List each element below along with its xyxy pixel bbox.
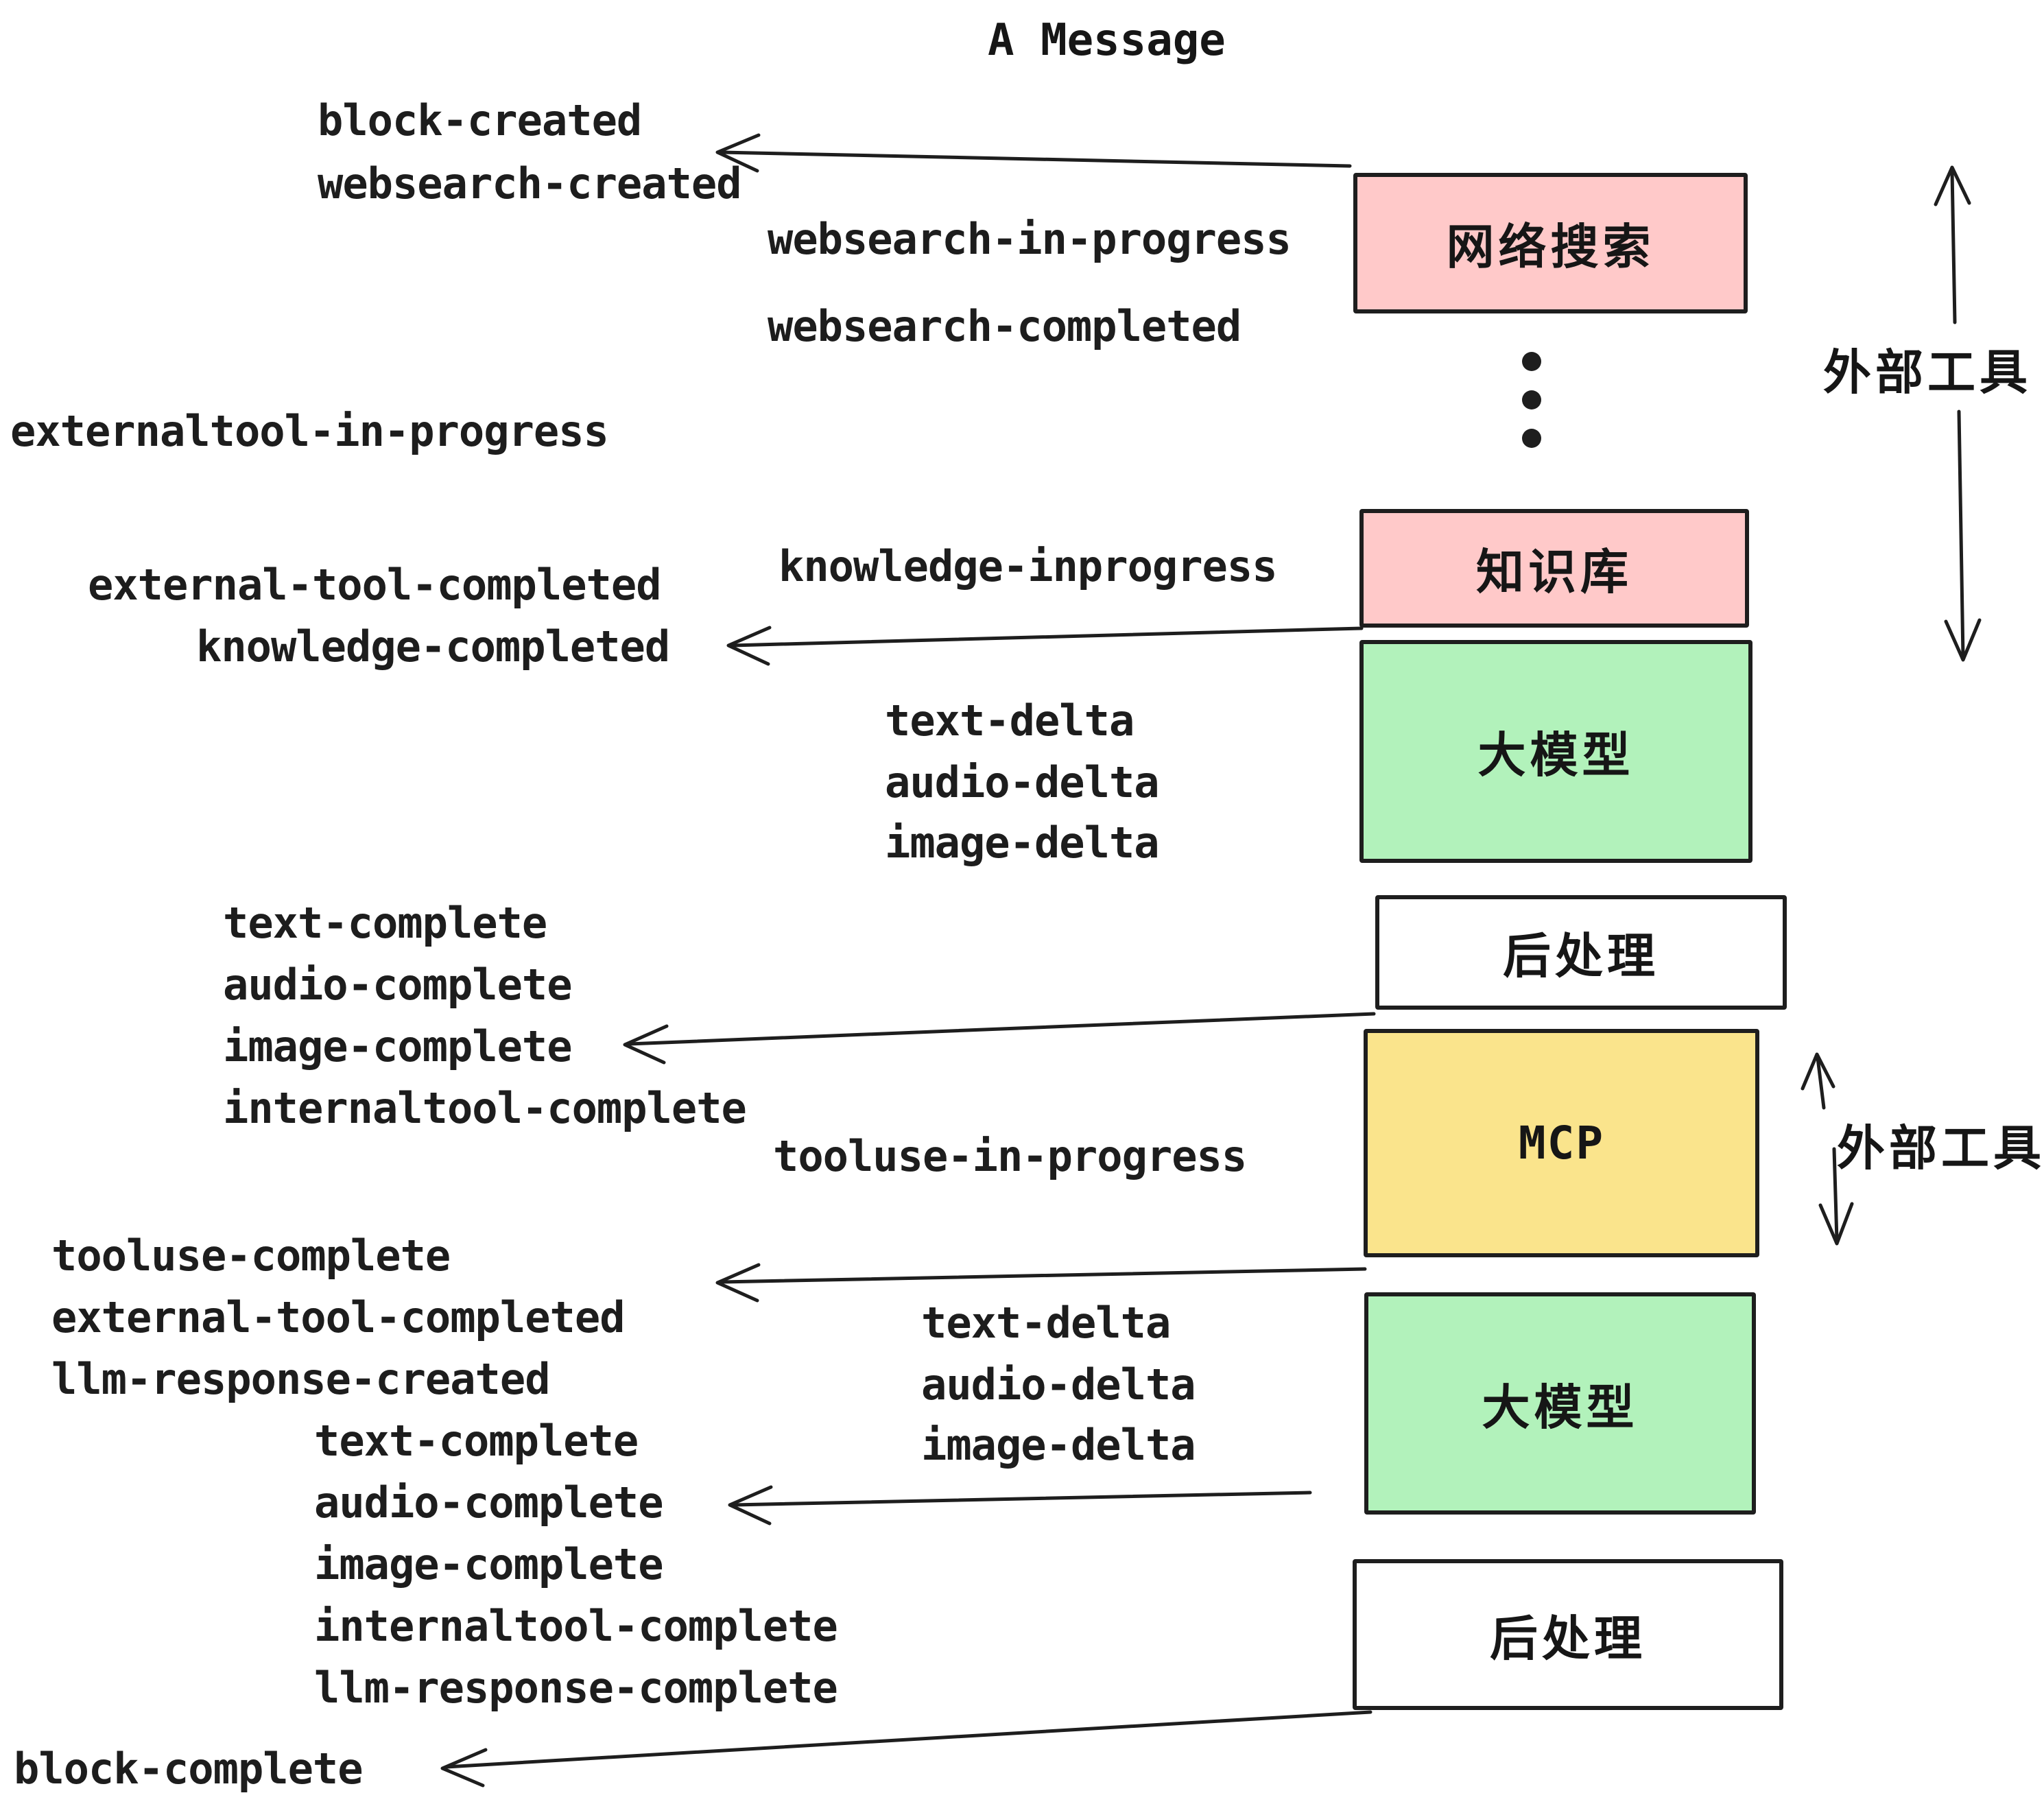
event-label-text-complete-2: text-complete (314, 1416, 639, 1466)
event-label-knowledge-inprogress: knowledge-inprogress (779, 541, 1278, 591)
event-label-externaltool-in-progress: externaltool-in-progress (10, 406, 609, 456)
external-tools-label-top: 外部工具 (1823, 344, 2032, 401)
box-llm-1-label: 大模型 (1477, 727, 1635, 783)
event-label-external-tool-completed: external-tool-completed (88, 560, 662, 610)
external-tools-double-arrow-top (1934, 165, 1982, 662)
event-label-audio-delta-2: audio-delta (921, 1360, 1196, 1410)
event-label-image-delta: image-delta (885, 818, 1160, 868)
event-label-tooluse-in-progress: tooluse-in-progress (773, 1131, 1247, 1181)
event-label-image-delta-2: image-delta (921, 1420, 1196, 1470)
event-label-block-created: block-created (318, 95, 642, 145)
box-postprocess-2: 后处理 (1353, 1559, 1783, 1710)
event-label-image-complete: image-complete (223, 1021, 573, 1071)
event-label-tooluse-complete: tooluse-complete (51, 1231, 451, 1281)
box-llm-2: 大模型 (1364, 1292, 1756, 1515)
box-knowledge: 知识库 (1359, 509, 1749, 628)
box-mcp: MCP (1364, 1029, 1759, 1257)
event-label-websearch-created: websearch-created (318, 158, 742, 209)
event-label-audio-complete: audio-complete (223, 960, 573, 1010)
event-label-block-complete: block-complete (14, 1744, 364, 1794)
box-postprocess-1: 后处理 (1375, 895, 1787, 1010)
event-label-external-tool-completed-2: external-tool-completed (51, 1292, 626, 1342)
box-postprocess-2-label: 后处理 (1490, 1610, 1646, 1667)
event-label-internaltool-complete-2: internaltool-complete (314, 1601, 838, 1651)
box-websearch-label: 网络搜索 (1446, 219, 1655, 275)
arrow-post2-to-block-complete (440, 1710, 1372, 1788)
event-label-audio-complete-2: audio-complete (314, 1477, 664, 1528)
event-label-knowledge-completed: knowledge-completed (196, 621, 670, 672)
event-label-text-delta-2: text-delta (921, 1298, 1171, 1348)
ellipsis-dots (1522, 352, 1541, 448)
arrow-post1-to-image-complete (623, 1012, 1376, 1065)
event-label-text-complete: text-complete (223, 898, 547, 948)
event-label-audio-delta: audio-delta (885, 757, 1160, 807)
external-tools-label-mid: 外部工具 (1837, 1120, 2044, 1176)
arrow-llm2-to-audio-complete (728, 1485, 1312, 1526)
event-label-image-complete-2: image-complete (314, 1539, 664, 1589)
arrow-knowledge-to-completed (726, 626, 1364, 666)
event-label-text-delta: text-delta (885, 696, 1134, 746)
event-label-llm-response-created: llm-response-created (51, 1354, 551, 1404)
diagram-title: A Message (988, 15, 1226, 66)
box-websearch: 网络搜索 (1353, 173, 1748, 313)
event-label-internaltool-complete: internaltool-complete (223, 1083, 747, 1133)
event-label-websearch-completed: websearch-completed (768, 301, 1241, 351)
box-llm-1: 大模型 (1359, 640, 1752, 863)
box-postprocess-1-label: 后处理 (1503, 928, 1659, 984)
box-knowledge-label: 知识库 (1476, 544, 1632, 600)
event-label-websearch-in-progress: websearch-in-progress (768, 214, 1292, 264)
box-mcp-label: MCP (1518, 1117, 1605, 1170)
event-label-llm-response-complete: llm-response-complete (314, 1663, 838, 1713)
arrow-websearch-to-created (715, 133, 1352, 173)
arrow-mcp-to-tooluse-complete (715, 1263, 1367, 1303)
box-llm-2-label: 大模型 (1482, 1379, 1639, 1436)
